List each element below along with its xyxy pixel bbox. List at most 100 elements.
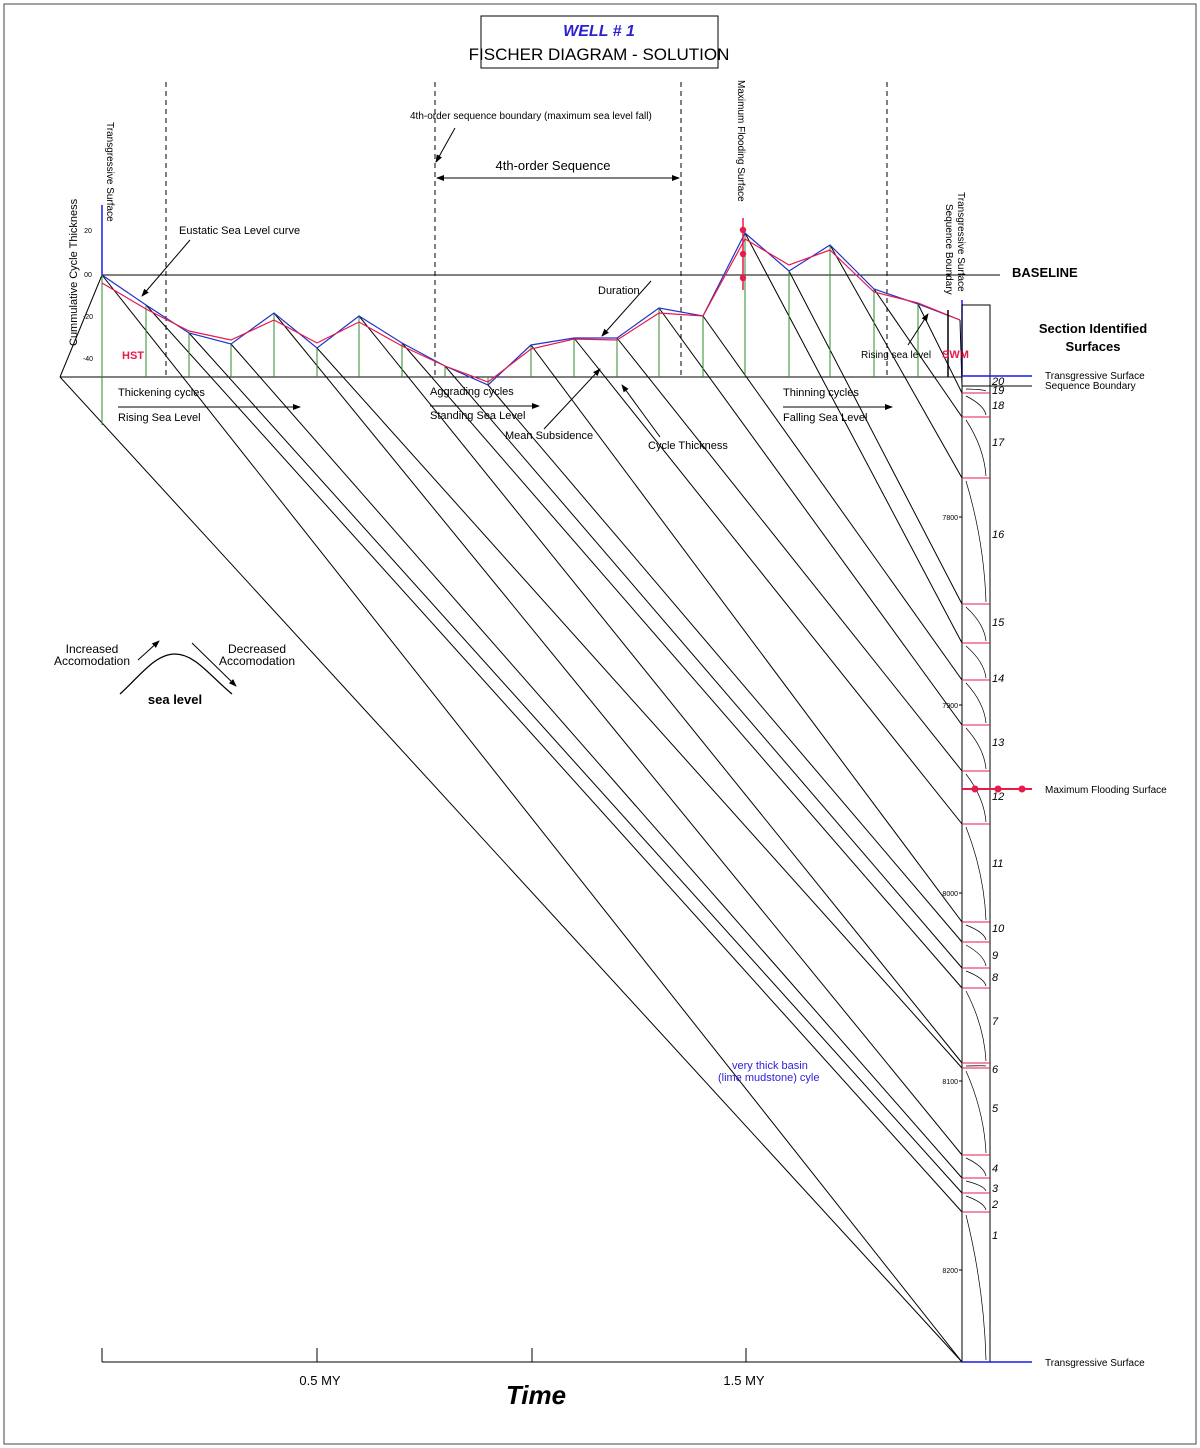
- projection-line: [188, 332, 963, 1194]
- cycle-label: 20: [991, 376, 1005, 388]
- eustatic-sea-level-curve: [101, 238, 961, 383]
- cycle-label: 14: [992, 673, 1004, 685]
- cycle-label: 16: [992, 529, 1005, 541]
- cycle-shallowing-curve: [965, 970, 987, 987]
- eustatic-curve-arrow: [141, 239, 191, 297]
- swm-label: SWM: [942, 349, 969, 361]
- cycle-label: 12: [992, 791, 1004, 803]
- cycle-shallowing-curve: [965, 480, 987, 603]
- projection-line: [788, 270, 963, 605]
- cycle-shallowing-curve: [965, 606, 987, 642]
- projection-line: [145, 304, 963, 1213]
- eustatic-curve-label: Eustatic Sea Level curve: [179, 225, 300, 237]
- cycle-label: 6: [992, 1064, 999, 1076]
- diagram-subtitle: FISCHER DIAGRAM - SOLUTION: [469, 45, 730, 64]
- cycle-label: 19: [992, 385, 1004, 397]
- legend-accomodation-right: Accomodation: [219, 654, 295, 668]
- basin-cycle-label-2: (lime mudstone) cyle: [718, 1072, 819, 1084]
- cycle-label: 8: [992, 972, 999, 984]
- mfs-vertical-label: Maximum Flooding Surface: [735, 80, 746, 202]
- well-title: WELL # 1: [563, 23, 635, 40]
- y-axis-title: Cummulative Cycle Thickness: [68, 198, 80, 346]
- sb-top-label: Sequence Boundary: [1045, 381, 1136, 392]
- cycle-shallowing-curve: [965, 990, 987, 1062]
- sea-level-legend: Increased Accomodation Decreased Accomod…: [54, 640, 295, 707]
- y-tick-00: 00: [84, 272, 92, 279]
- projection-line: [401, 342, 963, 989]
- projection-line: [101, 274, 963, 1363]
- baseline-label: BASELINE: [1012, 265, 1078, 280]
- cycle-thickness-ticks: [101, 233, 919, 425]
- sb-4th-order-arrow: [435, 127, 456, 163]
- cycle-label: 2: [991, 1199, 998, 1211]
- sequence-4th-order-label: 4th-order Sequence: [496, 158, 611, 173]
- rising-sea-level-arrow: [907, 313, 929, 346]
- legend-accomodation-left: Accomodation: [54, 654, 130, 668]
- legend-decreased: Decreased: [228, 642, 286, 656]
- cycle-shallowing-curve: [965, 1214, 987, 1361]
- section-title-line1: Section Identified: [1039, 321, 1147, 336]
- section-title-line2: Surfaces: [1066, 339, 1121, 354]
- depth-tick-label: 8000: [942, 891, 958, 898]
- cycle-shallowing-curve: [965, 727, 987, 770]
- ts-vertical-right-label: Transgressive Surface: [955, 192, 966, 292]
- cycle-label: 5: [992, 1103, 999, 1115]
- mfs-marker: Maximum Flooding Surface: [735, 80, 747, 290]
- legend-sea-level: sea level: [148, 692, 202, 707]
- cycle-thickness-label: Cycle Thickness: [648, 440, 728, 452]
- projection-line: [702, 315, 963, 681]
- cycle-label: 13: [992, 737, 1005, 749]
- cycle-shallowing-curve: [965, 924, 987, 941]
- cycle-shallowing-curve: [965, 944, 987, 967]
- legend-increased: Increased: [66, 642, 119, 656]
- trend-1-line1: Thickening cycles: [118, 387, 205, 399]
- cycle-label: 10: [992, 923, 1005, 935]
- mfs-dot: [739, 226, 747, 234]
- cycle-shallowing-curve: [965, 419, 987, 477]
- cycle-label: 15: [992, 617, 1005, 629]
- cycle-label: 4: [992, 1163, 998, 1175]
- projection-line: [444, 365, 963, 969]
- trend-labels: Thickening cycles Rising Sea Level Aggra…: [118, 386, 893, 424]
- depth-tick-label: 7900: [942, 703, 958, 710]
- page-frame: [3, 3, 1197, 1445]
- left-slope-line: [59, 274, 103, 378]
- trend-1-line2: Rising Sea Level: [118, 412, 201, 424]
- duration-arrow: [601, 280, 652, 337]
- projection-line: [487, 384, 963, 943]
- projection-line: [230, 343, 963, 1179]
- time-axis: 0.5 MY 1.5 MY Time: [101, 1348, 962, 1410]
- section-column-frame: [961, 304, 991, 1363]
- cycle-label: 7: [992, 1016, 999, 1028]
- cycle-shallowing-curve: [965, 1157, 987, 1177]
- time-divider-lines: [165, 82, 888, 377]
- trend-3-line1: Thinning cycles: [783, 387, 859, 399]
- rising-sea-level-label: Rising sea level: [861, 350, 931, 361]
- cycle-shallowing-curve: [965, 645, 987, 679]
- mfs-section-dot: [1018, 785, 1026, 793]
- mfs-dot: [739, 250, 747, 258]
- depth-tick-label: 7800: [942, 515, 958, 522]
- section-cycle-boundaries: [962, 385, 990, 1361]
- trend-2-line2: Standing Sea Level: [430, 410, 525, 422]
- mean-subsidence-arrow: [543, 368, 601, 430]
- cycle-label: 17: [992, 437, 1005, 449]
- mfs-dot: [739, 274, 747, 282]
- y-tick-20: 20: [84, 228, 92, 235]
- cycle-label: 1: [992, 1230, 998, 1242]
- y-axis: 20 00 -20 -40 Cummulative Cycle Thicknes…: [68, 122, 115, 425]
- mfs-section-label: Maximum Flooding Surface: [1045, 785, 1167, 796]
- cycle-label: 18: [992, 400, 1005, 412]
- projection-line: [358, 315, 963, 1064]
- ts-top-label: Transgressive Surface: [1045, 371, 1145, 382]
- mfs-section-dot: [994, 785, 1002, 793]
- sb-4th-order-label: 4th-order sequence boundary (maximum sea…: [410, 111, 652, 122]
- cycle-shallowing-curve: [965, 682, 987, 724]
- cycle-shallowing-curve: [965, 1180, 987, 1192]
- y-tick-minus20: -20: [83, 314, 93, 321]
- time-tick-label-0-5: 0.5 MY: [299, 1373, 341, 1388]
